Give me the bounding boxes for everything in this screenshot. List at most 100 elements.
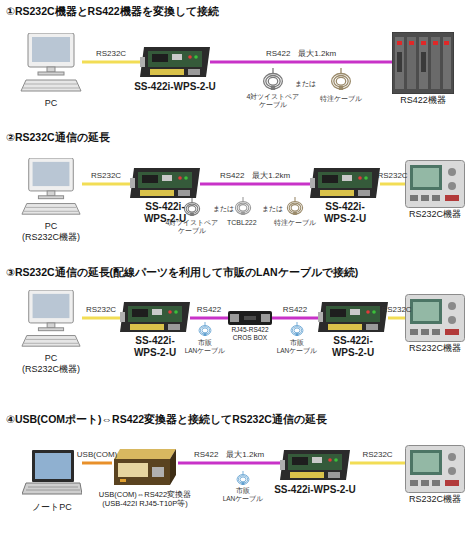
device-node: SS-422i-WPS-2-U xyxy=(310,166,380,200)
device-caption: PC xyxy=(45,98,58,109)
device-caption: RS232C機器 xyxy=(409,343,461,354)
cable-line xyxy=(272,317,318,320)
device-caption: PC (RS232C機器) xyxy=(19,221,83,243)
device-caption: RS232C機器 xyxy=(409,209,461,220)
section-4-icon-use xyxy=(22,450,82,494)
cable-line xyxy=(82,462,112,465)
section-2-icon-use xyxy=(310,168,380,198)
signal-label: RS232C xyxy=(96,49,126,59)
cable-line xyxy=(82,317,120,320)
signal-label: RS232C xyxy=(381,305,411,315)
section-4-icon-use xyxy=(406,446,465,493)
cable-line xyxy=(388,317,405,320)
signal-label: RS232C xyxy=(91,171,121,181)
section-3-icon-use xyxy=(22,290,80,346)
device-label: SS-422i-WPS-2-U xyxy=(319,201,371,225)
device-label: SS-422i-WPS-2-U xyxy=(274,484,356,496)
section-heading: ①RS232C機器とRS422機器を変換して接続 xyxy=(6,5,219,19)
device-caption: RS232C機器 xyxy=(409,494,461,505)
device-caption: SS-422i-WPS-2-U xyxy=(134,81,216,93)
signal-label: RS422 最大1.2km xyxy=(266,49,336,59)
section-3-icon-use xyxy=(318,302,388,332)
cable-label: 市販 LANケーブル xyxy=(220,487,266,503)
section-2-icon-use xyxy=(406,161,465,208)
device-node: SS-422i-WPS-2-U xyxy=(120,300,190,334)
signal-label: RS422 最大1.2km xyxy=(194,450,264,460)
section-3-icon-use xyxy=(228,311,272,325)
device-caption: SS-422i-WPS-2-U xyxy=(129,335,181,359)
device-caption: RJ45-RS422 CROS BOX xyxy=(227,326,273,342)
device-label: USB(COM)⇔RS422変換器 (USB-422I RJ45-T10P等) xyxy=(95,490,195,508)
cable-label: 市販 LANケーブル xyxy=(274,339,320,355)
device-node: PC (RS232C機器) xyxy=(20,158,82,220)
device-caption: ノートPC xyxy=(32,502,72,513)
device-label: PC xyxy=(45,98,58,109)
section-1-icon-use xyxy=(332,68,351,90)
device-node: SS-422i-WPS-2-U xyxy=(280,447,350,483)
device-node: RS422機器 xyxy=(392,32,454,94)
device-label: SS-422i-WPS-2-U xyxy=(327,335,379,359)
signal-label: RS232C xyxy=(377,171,407,181)
device-caption: SS-422i-WPS-2-U xyxy=(319,201,371,225)
section-2-icon-use xyxy=(184,198,199,216)
device-label: PC (RS232C機器) xyxy=(19,353,83,375)
cable-line xyxy=(200,183,310,186)
cable-label: 4対ツイストペア ケーブル xyxy=(163,219,221,236)
device-node: SS-422i-WPS-2-U xyxy=(318,300,388,334)
cable-label: または xyxy=(213,205,234,213)
device-label: SS-422i-WPS-2-U xyxy=(134,81,216,93)
cable-label: 市販 LANケーブル xyxy=(182,339,228,355)
section-2-icon-use xyxy=(130,168,200,198)
section-2-icon-use xyxy=(235,197,250,215)
device-label: PC (RS232C機器) xyxy=(19,221,83,243)
cable-line xyxy=(380,183,405,186)
device-label: RS232C機器 xyxy=(409,494,461,505)
cable-line xyxy=(210,61,392,64)
section-4-art xyxy=(22,446,465,495)
cable-line xyxy=(190,317,228,320)
section-heading: ③RS232C通信の延長(配線パーツを利用して市販のLANケーブルで接続) xyxy=(6,266,358,280)
cable-label: 特注ケーブル xyxy=(274,219,316,227)
device-node: USB(COM)⇔RS422変換器 (USB-422I RJ45-T10P等) xyxy=(112,445,178,489)
signal-label: RS232C xyxy=(362,450,392,460)
device-node: SS-422i-WPS-2-U xyxy=(130,166,200,200)
cable-label: 特注ケーブル xyxy=(320,95,362,103)
section-4-icon-use xyxy=(114,449,176,485)
section-2-icon-use xyxy=(287,197,302,215)
section-3-icon-use xyxy=(406,295,465,342)
section-1-icon-use xyxy=(392,32,454,94)
section-3-icon-use xyxy=(120,302,190,332)
section-1-icon-use xyxy=(140,47,210,77)
device-node: SS-422i-WPS-2-U xyxy=(140,44,210,80)
section-3-icon-use xyxy=(291,322,303,336)
section-3-art xyxy=(22,290,465,346)
device-caption: SS-422i-WPS-2-U xyxy=(327,335,379,359)
device-label: ノートPC xyxy=(32,502,72,513)
cable-line xyxy=(82,61,140,64)
signal-label: RS422 最大1.2km xyxy=(220,171,290,181)
section-1-art xyxy=(21,32,454,94)
device-caption: USB(COM)⇔RS422変換器 (USB-422I RJ45-T10P等) xyxy=(95,490,195,508)
cable-label: または xyxy=(262,205,283,213)
cable-label: TCBL222 xyxy=(227,219,257,227)
signal-label: USB(COM) xyxy=(77,450,117,460)
device-node: RS232C機器 xyxy=(405,294,465,342)
signal-label: RS232C xyxy=(86,305,116,315)
device-node: RJ45-RS422 CROS BOX xyxy=(228,311,272,325)
section-heading: ②RS232C通信の延長 xyxy=(6,131,110,145)
section-1-icon-use xyxy=(21,33,81,91)
section-1-icon-use xyxy=(264,68,283,90)
section-4-icon-use xyxy=(280,450,350,480)
device-node: RS232C機器 xyxy=(405,160,465,208)
device-label: RS232C機器 xyxy=(409,209,461,220)
device-caption: RS422機器 xyxy=(400,95,446,106)
signal-label: RS422 xyxy=(197,305,221,315)
section-2-art xyxy=(22,158,465,216)
cable-line xyxy=(82,183,130,186)
device-label: RJ45-RS422 CROS BOX xyxy=(227,326,273,342)
cable-label: 4対ツイストペア ケーブル xyxy=(244,93,302,110)
section-2-icon-use xyxy=(22,158,80,214)
section-3-icon-use xyxy=(199,322,211,336)
signal-label: RS422 xyxy=(283,305,307,315)
